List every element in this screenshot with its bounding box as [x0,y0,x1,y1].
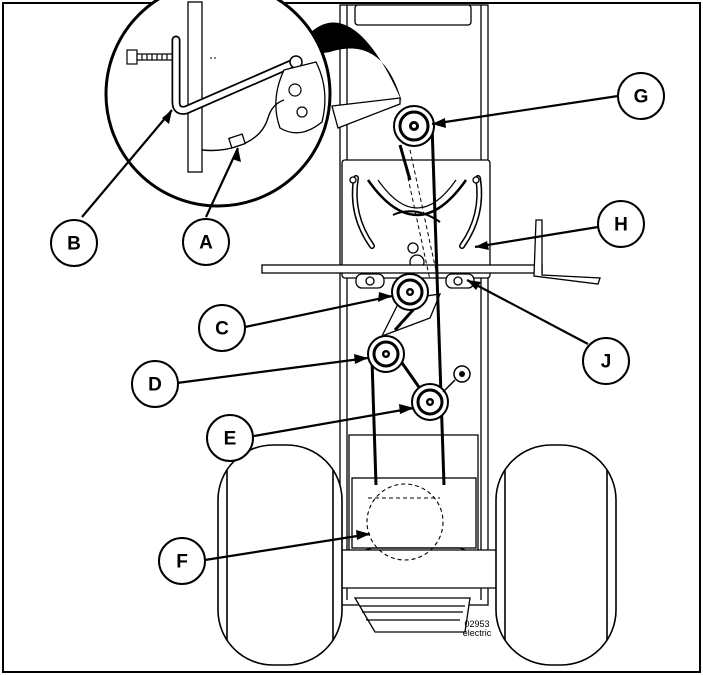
svg-text:E: E [224,429,237,450]
callout-leaders [81,94,619,562]
pulley-d [367,335,405,373]
callout-c: C [198,304,246,352]
callout-e: E [206,414,254,462]
callout-h: H [597,200,645,248]
wire-harness [201,99,285,152]
svg-text:C: C [215,319,229,340]
left-wheel [217,444,343,666]
svg-text:B: B [67,234,81,255]
callout-d: D [131,360,179,408]
pulley-e [411,365,471,421]
callout-b: B [50,219,98,267]
pulley-c [391,273,429,311]
inset-pointer [292,22,402,102]
handle-bar [261,97,601,285]
callout-f: F [158,537,206,585]
right-wheel [495,444,617,666]
svg-text:J: J [601,352,612,373]
idler-bracket [355,273,475,338]
figure-code-label: electric [463,628,492,638]
callout-a: A [182,218,230,266]
callout-arrowheads [162,110,489,540]
detail-inset [104,0,332,208]
pulley-g [393,105,435,147]
motor-f [366,483,444,561]
wire-connector [227,133,247,149]
svg-text:D: D [148,375,162,396]
callout-j: J [582,337,630,385]
callout-g: G [617,72,665,120]
svg-text:A: A [199,233,213,254]
svg-text:H: H [614,215,628,236]
belt-hidden-path [401,149,439,281]
svg-text:G: G [634,87,649,108]
svg-text:F: F [176,552,188,573]
figure-code-number: 02953 [464,619,489,629]
